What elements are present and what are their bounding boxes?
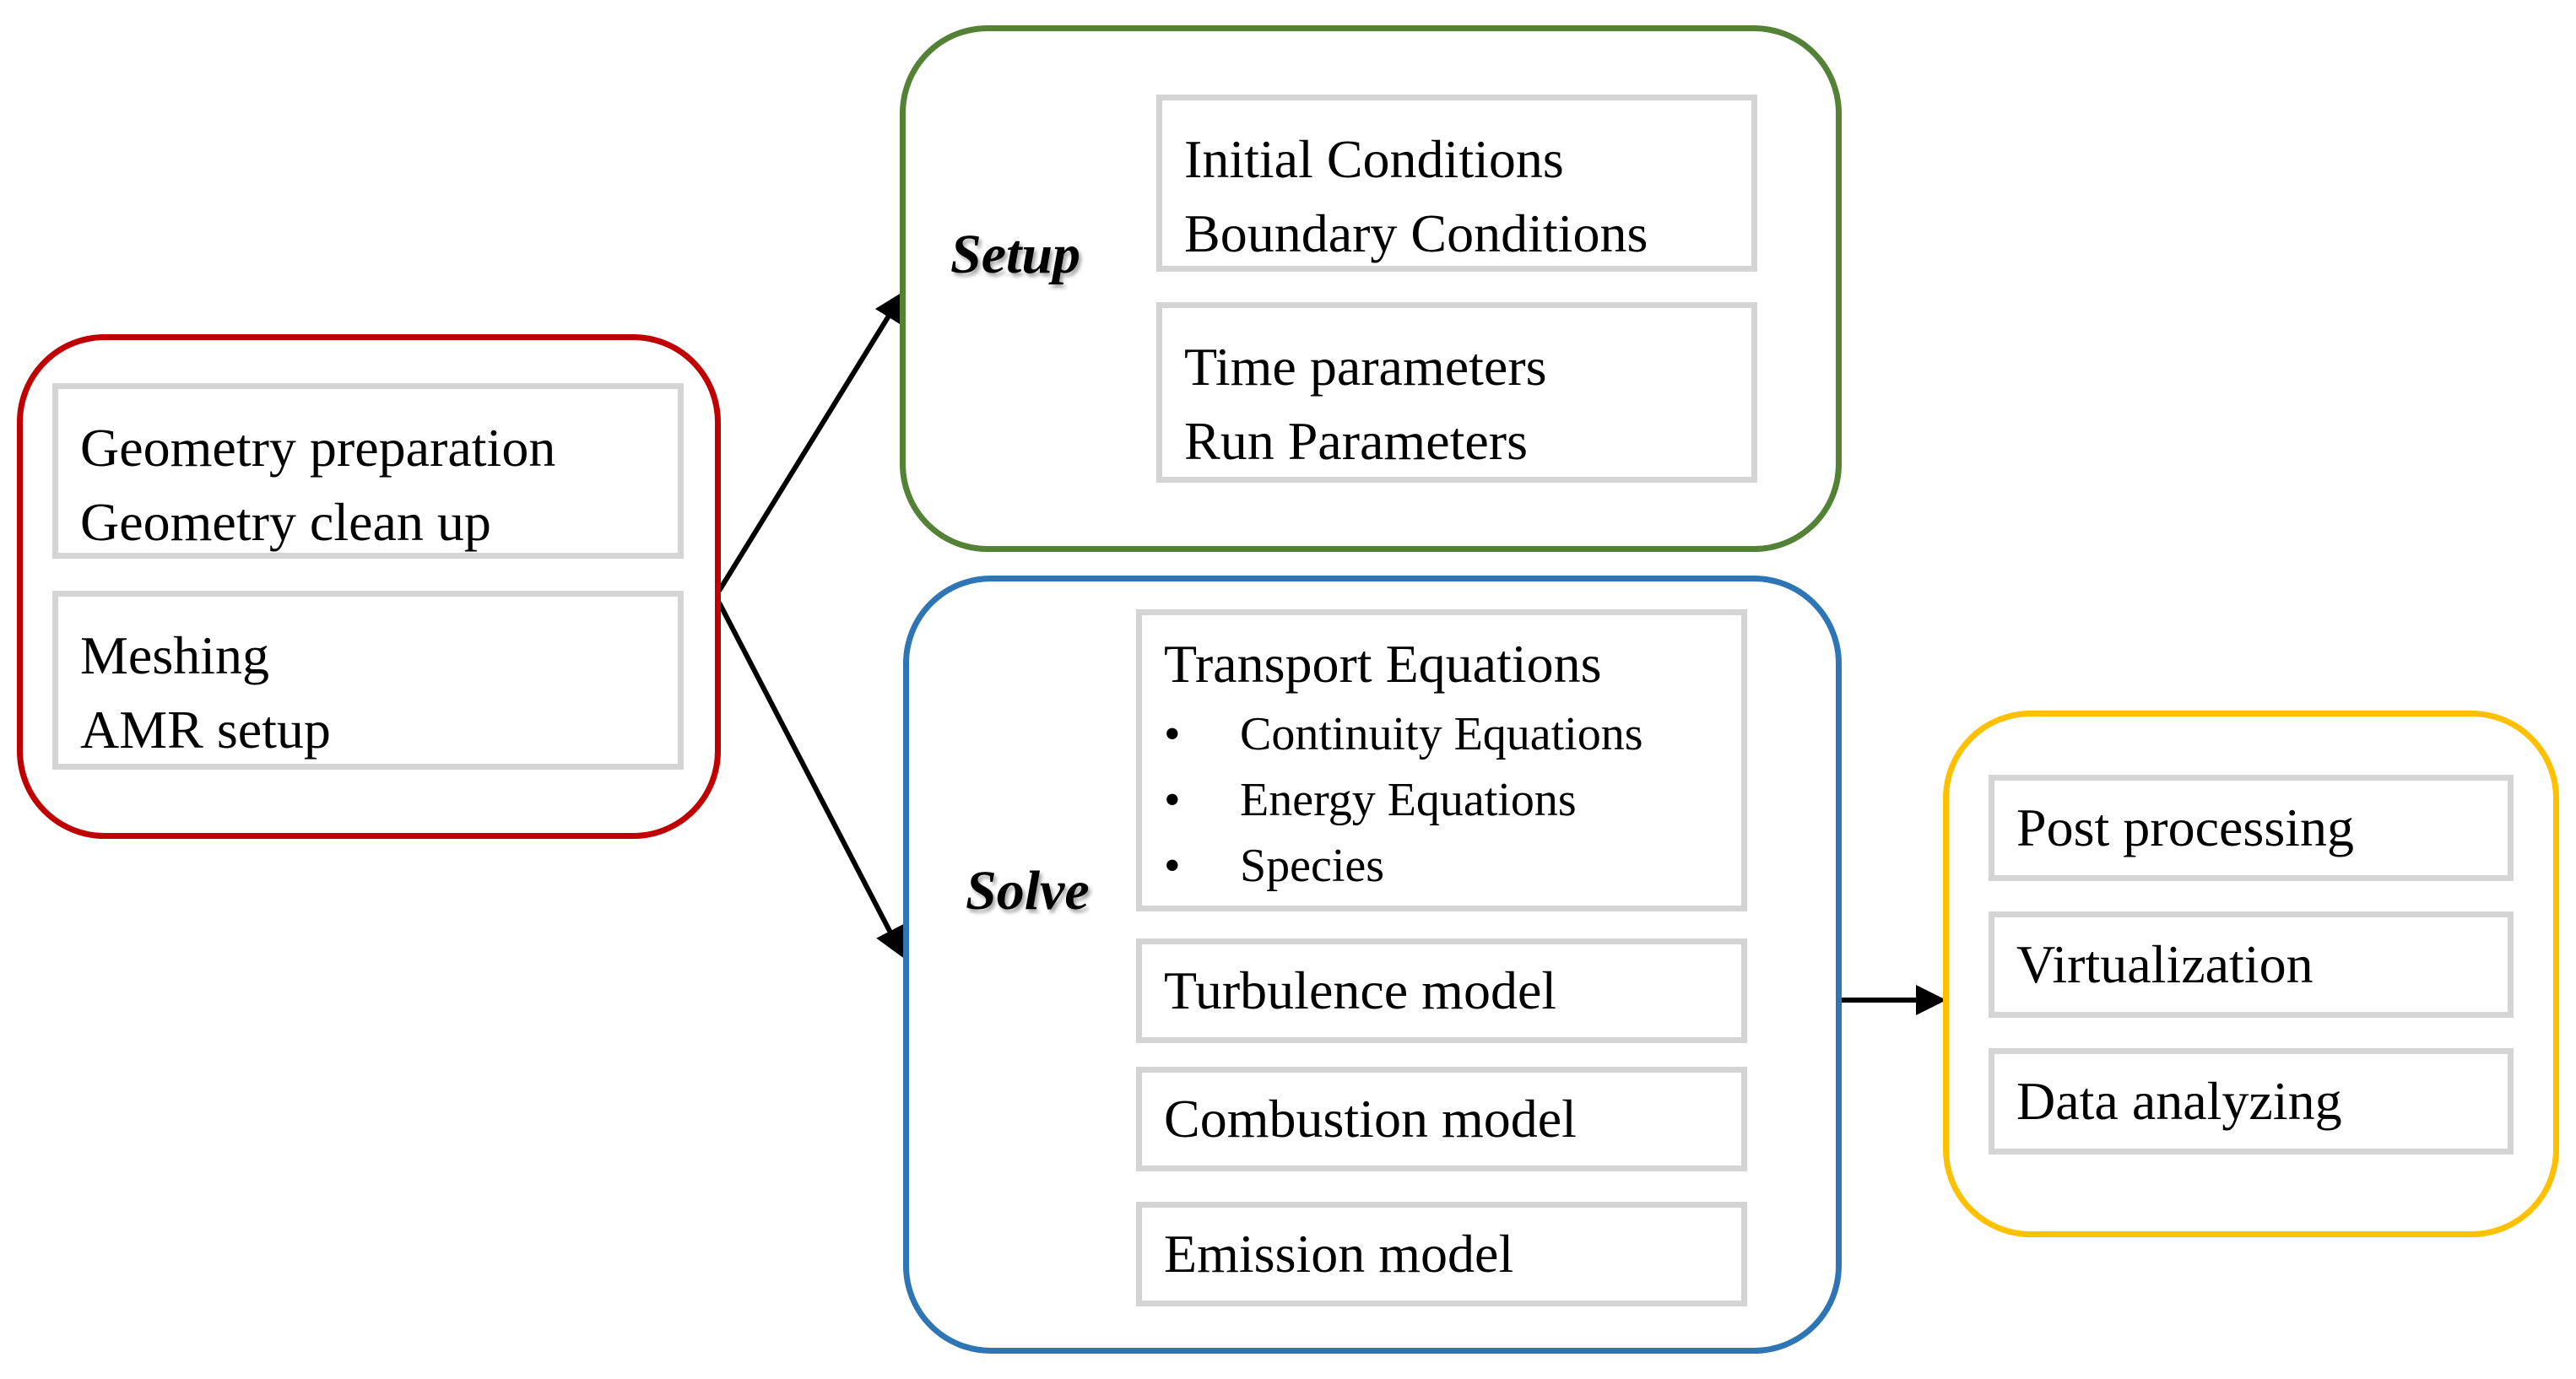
combustion-model-item: Combustion model bbox=[1136, 1067, 1747, 1171]
post-processing-item: Post processing bbox=[1989, 775, 2514, 881]
transport-equations-list: Continuity Equations Energy Equations Sp… bbox=[1164, 701, 1741, 899]
parameters-line-1: Time parameters bbox=[1184, 337, 1547, 397]
data-analyzing-item: Data analyzing bbox=[1989, 1048, 2514, 1155]
transport-equations-item: Transport Equations Continuity Equations… bbox=[1136, 609, 1747, 911]
parameters-item: Time parameters Run Parameters bbox=[1156, 302, 1757, 483]
conditions-item: Initial Conditions Boundary Conditions bbox=[1156, 95, 1757, 272]
bullet-continuity: Continuity Equations bbox=[1164, 701, 1741, 767]
post-processing-label: Post processing bbox=[2016, 798, 2354, 857]
meshing-line-2: AMR setup bbox=[80, 700, 331, 760]
conditions-line-2: Boundary Conditions bbox=[1184, 203, 1648, 263]
data-analyzing-label: Data analyzing bbox=[2016, 1071, 2342, 1131]
conditions-line-1: Initial Conditions bbox=[1184, 129, 1564, 189]
parameters-line-2: Run Parameters bbox=[1184, 411, 1528, 471]
bullet-species: Species bbox=[1164, 833, 1741, 899]
meshing-item: Meshing AMR setup bbox=[52, 591, 684, 770]
geometry-line-2: Geometry clean up bbox=[80, 492, 491, 552]
emission-model-label: Emission model bbox=[1164, 1224, 1514, 1284]
arrow-to-setup bbox=[717, 290, 905, 592]
bullet-energy: Energy Equations bbox=[1164, 767, 1741, 833]
setup-label: Setup bbox=[950, 224, 1081, 285]
virtualization-item: Virtualization bbox=[1989, 911, 2514, 1018]
turbulence-model-item: Turbulence model bbox=[1136, 938, 1747, 1043]
arrow-to-solve bbox=[717, 601, 904, 959]
transport-equations-title: Transport Equations bbox=[1164, 634, 1602, 694]
solve-label: Solve bbox=[966, 860, 1090, 922]
combustion-model-label: Combustion model bbox=[1164, 1089, 1577, 1149]
meshing-line-1: Meshing bbox=[80, 625, 269, 685]
geometry-line-1: Geometry preparation bbox=[80, 418, 556, 478]
turbulence-model-label: Turbulence model bbox=[1164, 960, 1557, 1020]
virtualization-label: Virtualization bbox=[2016, 934, 2314, 994]
emission-model-item: Emission model bbox=[1136, 1202, 1747, 1306]
geometry-item: Geometry preparation Geometry clean up bbox=[52, 383, 684, 559]
